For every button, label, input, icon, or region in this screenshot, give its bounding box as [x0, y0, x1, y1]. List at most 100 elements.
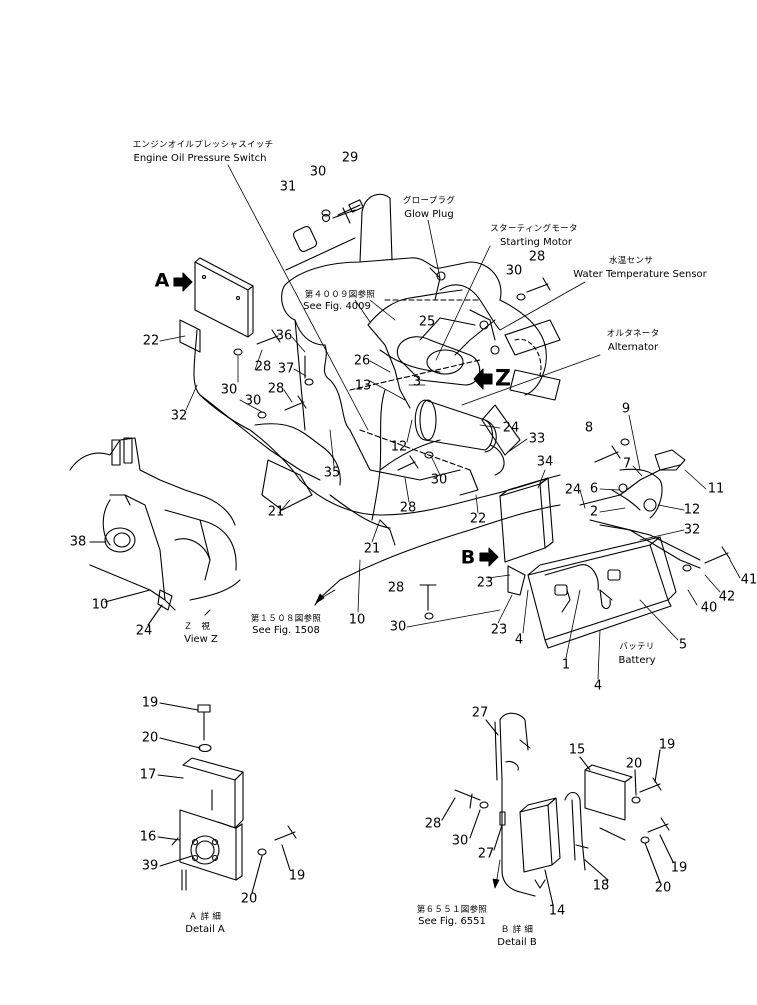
see-fig-6551-label: See Fig. 6551 — [418, 916, 486, 927]
view-z-label: View Z — [184, 634, 218, 645]
controller-a — [179, 257, 254, 353]
callout-19: 19 — [658, 737, 676, 753]
bolts — [256, 209, 731, 611]
glow-plug-label-jp: グロープラグ — [402, 196, 456, 206]
callout-23: 23 — [476, 575, 494, 591]
callout-10: 10 — [348, 612, 366, 628]
starting-motor — [396, 317, 481, 386]
callout-20: 20 — [240, 891, 258, 907]
callout-27: 27 — [471, 705, 489, 721]
callout-30: 30 — [309, 164, 327, 180]
callout-30: 30 — [505, 263, 523, 279]
fan — [459, 319, 561, 496]
callout-20: 20 — [141, 730, 159, 746]
alternator-label: Alternator — [607, 342, 659, 353]
starting-motor-label-jp: スターティングモータ — [490, 224, 578, 234]
callout-41: 41 — [740, 572, 757, 588]
callout-23: 23 — [490, 622, 508, 638]
detail-a-label-jp: Ａ 詳 細 — [188, 912, 222, 922]
leader-lines — [159, 164, 741, 680]
alternator-label-jp: オルタネータ — [606, 329, 660, 339]
see-fig-4009-label: See Fig. 4009 — [303, 301, 371, 312]
callout-30: 30 — [389, 619, 407, 635]
callout-16: 16 — [139, 829, 157, 845]
callout-13: 13 — [354, 378, 372, 394]
engine-oil-pressure-switch-label-jp: エンジンオイルプレッシャスイッチ — [132, 140, 274, 150]
callout-24: 24 — [502, 420, 520, 436]
callout-36: 36 — [275, 328, 293, 344]
battery-label-jp: バッテリ — [619, 642, 655, 652]
water-temperature-sensor-label-jp: 水温センサ — [608, 256, 654, 266]
callout-9: 9 — [621, 401, 631, 417]
callout-15: 15 — [568, 742, 586, 758]
detail-b-drawing — [441, 712, 674, 906]
callout-35: 35 — [323, 465, 341, 481]
callout-32: 32 — [683, 522, 701, 538]
callout-10: 10 — [91, 597, 109, 613]
glow-plug-label: Glow Plug — [404, 209, 454, 220]
washers — [233, 209, 692, 620]
see-fig-6551-label-jp: 第６５５１図参照 — [416, 905, 488, 915]
harness-upper — [367, 267, 501, 409]
view-z-marker: Z — [495, 366, 511, 392]
callout-1: 1 — [561, 657, 571, 673]
bracket-top — [285, 199, 364, 271]
callout-7: 7 — [622, 456, 632, 472]
see-fig-4009-label-jp: 第４００９図参照 — [304, 290, 376, 300]
callout-28: 28 — [267, 381, 285, 397]
callout-28: 28 — [254, 359, 272, 375]
view-b-marker: B — [460, 546, 476, 569]
callout-3: 3 — [412, 374, 422, 390]
callout-14: 14 — [548, 903, 566, 919]
harness-left — [193, 329, 341, 511]
callout-28: 28 — [387, 580, 405, 596]
callout-18: 18 — [592, 878, 610, 894]
callout-11: 11 — [707, 481, 725, 497]
see-fig-1508-label-jp: 第１５０８図参照 — [250, 614, 322, 624]
callout-28: 28 — [528, 249, 546, 265]
callout-4: 4 — [593, 678, 603, 694]
callout-22: 22 — [469, 511, 487, 527]
callout-19: 19 — [141, 695, 159, 711]
callout-20: 20 — [654, 880, 672, 896]
view-arrows — [173, 272, 499, 567]
callout-4: 4 — [514, 632, 524, 648]
detail-b-label-jp: Ｂ 詳 細 — [500, 925, 534, 935]
alternator — [414, 399, 505, 476]
see-fig-1508-label: See Fig. 1508 — [252, 625, 320, 636]
callout-19: 19 — [288, 868, 306, 884]
callout-28: 28 — [424, 816, 442, 832]
callout-24: 24 — [135, 623, 153, 639]
view-z-label-jp: Ｚ 視 — [183, 622, 211, 632]
callout-40: 40 — [700, 600, 718, 616]
callout-5: 5 — [678, 637, 688, 653]
callout-38: 38 — [69, 534, 87, 550]
battery-cables — [579, 449, 701, 569]
view-a-marker: A — [154, 269, 170, 292]
callout-28: 28 — [399, 500, 417, 516]
callout-37: 37 — [277, 361, 295, 377]
callout-34: 34 — [536, 454, 554, 470]
callout-21: 21 — [363, 541, 381, 557]
detail-a-drawing — [157, 702, 297, 894]
callout-12: 12 — [390, 439, 408, 455]
water-temperature-sensor-label: Water Temperature Sensor — [573, 269, 707, 280]
callout-17: 17 — [139, 767, 157, 783]
callout-25: 25 — [418, 314, 436, 330]
callout-33: 33 — [528, 431, 546, 447]
callout-8: 8 — [584, 420, 594, 436]
detail-a-label: Detail A — [185, 924, 225, 935]
callout-20: 20 — [625, 756, 643, 772]
callout-39: 39 — [141, 858, 159, 874]
callout-29: 29 — [341, 150, 359, 166]
callout-42: 42 — [718, 589, 736, 605]
callout-30: 30 — [220, 382, 238, 398]
battery — [527, 536, 677, 649]
starting-motor-label: Starting Motor — [500, 237, 572, 248]
callout-6: 6 — [589, 481, 599, 497]
callout-2: 2 — [589, 504, 599, 520]
connector-box-b — [499, 477, 554, 596]
callout-27: 27 — [477, 846, 495, 862]
battery-label: Battery — [618, 655, 656, 666]
